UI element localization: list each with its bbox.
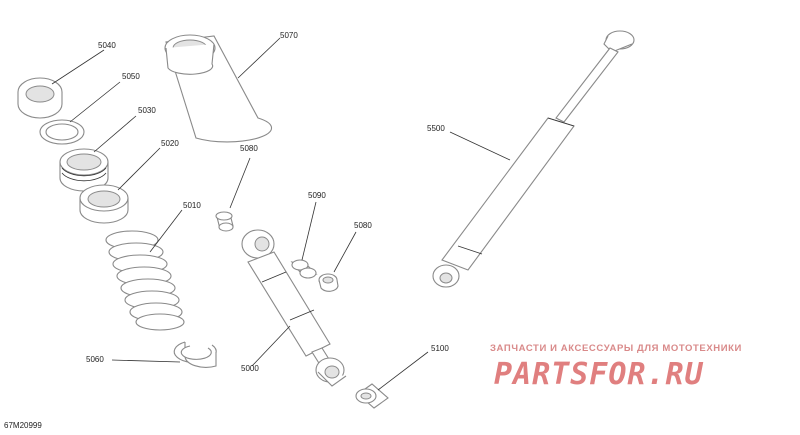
callout-5080-a: 5080 <box>240 144 258 153</box>
callout-5050: 5050 <box>122 72 140 81</box>
callout-5040: 5040 <box>98 41 116 50</box>
watermark-tagline: ЗАПЧАСТИ И АКСЕССУАРЫ ДЛЯ МОТОТЕХНИКИ <box>490 343 742 354</box>
part-5030-adjuster-nut <box>59 148 109 192</box>
callout-5090: 5090 <box>308 191 326 200</box>
leader-lines <box>51 37 511 391</box>
watermark-logo: PARTSFOR.RU <box>494 357 704 392</box>
part-5050-ring <box>39 119 85 145</box>
part-5500-rear-shock <box>432 30 635 288</box>
part-5010-coil-spring <box>105 230 185 331</box>
callout-5070: 5070 <box>280 31 298 40</box>
part-5080-bushing-a <box>215 211 234 232</box>
part-5080-bushing-b <box>318 273 339 292</box>
callout-5100: 5100 <box>431 344 449 353</box>
callout-5080-b: 5080 <box>354 221 372 230</box>
part-5060-clip <box>173 341 217 368</box>
callout-5030: 5030 <box>138 106 156 115</box>
part-5000-shock-absorber <box>241 229 347 387</box>
callout-5010: 5010 <box>183 201 201 210</box>
callout-5500: 5500 <box>427 124 445 133</box>
callout-5060: 5060 <box>86 355 104 364</box>
part-5040-spring-cap <box>17 77 63 119</box>
part-5090-sleeve <box>290 259 318 279</box>
part-5070-boot <box>164 34 273 143</box>
callout-5020: 5020 <box>161 139 179 148</box>
part-5020-collar <box>79 184 129 224</box>
part-5100-bushing <box>355 383 389 409</box>
watermark: ЗАПЧАСТИ И АКСЕССУАРЫ ДЛЯ МОТОТЕХНИКИ PA… <box>490 343 742 392</box>
callout-5000: 5000 <box>241 364 259 373</box>
diagram-reference-id: 67M20999 <box>4 421 42 430</box>
